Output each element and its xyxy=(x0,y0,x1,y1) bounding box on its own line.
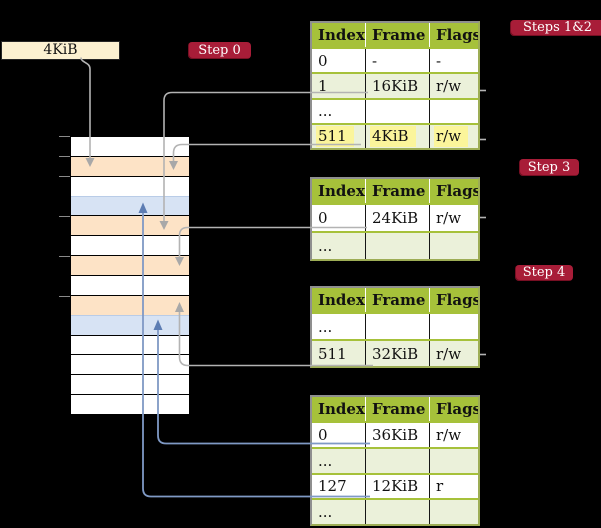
physical-memory-column xyxy=(70,136,190,415)
table-cell: - xyxy=(429,49,478,73)
address-tick xyxy=(59,296,70,297)
table-row: 127 12KiB r xyxy=(312,472,478,499)
table-cell: ... xyxy=(318,503,333,522)
table-cell xyxy=(429,233,478,259)
table-cell xyxy=(429,448,478,473)
table-header-row: Index Frame Flags xyxy=(312,288,478,312)
memory-frame-row xyxy=(71,275,189,295)
table-cell xyxy=(365,233,429,259)
table-row: 0 36KiB r/w xyxy=(312,421,478,447)
table-cell: 24KiB xyxy=(365,205,429,231)
table-row: ... xyxy=(312,97,478,123)
column-header-flags: Flags xyxy=(429,397,478,421)
memory-frame-row xyxy=(71,137,189,156)
column-header-frame: Frame xyxy=(365,179,429,203)
memory-frame-row xyxy=(71,314,189,335)
table-row-highlighted: 511 4KiB r/w xyxy=(312,122,478,148)
column-header-frame: Frame xyxy=(365,288,429,312)
page-table-steps-1-2: Index Frame Flags 0 - - 1 16KiB r/w ... … xyxy=(310,21,480,150)
table-header-row: Index Frame Flags xyxy=(312,23,478,47)
table-cell: ... xyxy=(318,317,333,336)
address-tick xyxy=(59,216,70,217)
table-cell xyxy=(365,448,429,473)
memory-frame-row xyxy=(71,175,189,196)
table-cell: ... xyxy=(318,102,333,121)
memory-frame-row xyxy=(71,235,189,256)
column-header-frame: Frame xyxy=(365,397,429,421)
table-cell: r/w xyxy=(429,341,478,366)
address-tick xyxy=(59,256,70,257)
table-cell: 36KiB xyxy=(365,423,429,447)
table-row: 0 24KiB r/w xyxy=(312,203,478,231)
frame-size-label: 4KiB xyxy=(1,41,120,60)
table-cell: 127 xyxy=(318,477,347,496)
column-header-flags: Flags xyxy=(429,179,478,203)
table-cell xyxy=(365,99,429,123)
memory-frame-row xyxy=(71,215,189,236)
address-tick xyxy=(59,156,70,157)
table-row: ... xyxy=(312,231,478,259)
badge-steps-1-2: Steps 1&2 xyxy=(510,20,601,36)
table-row: 0 - - xyxy=(312,47,478,73)
column-header-index: Index xyxy=(318,26,365,44)
table-row: 1 16KiB r/w xyxy=(312,72,478,98)
table-cell: 0 xyxy=(318,51,328,70)
table-row: ... xyxy=(312,446,478,473)
table-cell: - xyxy=(365,49,429,73)
table-cell: 1 xyxy=(318,76,328,95)
memory-frame-row xyxy=(71,394,189,415)
address-tick xyxy=(59,176,70,177)
column-header-index: Index xyxy=(318,291,365,309)
table-cell xyxy=(429,99,478,123)
memory-frame-row xyxy=(71,255,189,276)
table-cell: 4KiB xyxy=(365,124,429,148)
table-cell: ... xyxy=(318,237,333,255)
memory-frame-row xyxy=(71,354,189,375)
table-cell xyxy=(365,500,429,524)
table-cell: 511 xyxy=(312,125,365,148)
memory-frame-row xyxy=(71,334,189,355)
address-tick xyxy=(59,136,70,137)
table-cell: r xyxy=(429,474,478,499)
table-cell: r/w xyxy=(429,205,478,231)
column-header-frame: Frame xyxy=(365,23,429,47)
table-cell xyxy=(365,314,429,339)
table-cell: 12KiB xyxy=(365,474,429,499)
table-cell: 0 xyxy=(318,425,328,444)
table-cell: r/w xyxy=(429,423,478,447)
table-cell: 0 xyxy=(318,209,328,227)
table-row: ... xyxy=(312,312,478,339)
table-cell: ... xyxy=(318,451,333,470)
table-cell: 16KiB xyxy=(365,74,429,98)
table-cell xyxy=(429,500,478,524)
memory-frame-row xyxy=(71,294,189,315)
table-header-row: Index Frame Flags xyxy=(312,397,478,421)
table-row: 511 32KiB r/w xyxy=(312,339,478,366)
column-header-index: Index xyxy=(318,400,365,418)
badge-step-0: Step 0 xyxy=(188,42,251,59)
table-header-row: Index Frame Flags xyxy=(312,179,478,203)
table-cell: 511 xyxy=(318,344,347,363)
memory-frame-row xyxy=(71,195,189,216)
memory-frame-row xyxy=(71,374,189,395)
page-table-step-4-upper: Index Frame Flags ... 511 32KiB r/w xyxy=(310,286,480,368)
page-table-step-4-lower: Index Frame Flags 0 36KiB r/w ... 127 12… xyxy=(310,395,480,526)
column-header-flags: Flags xyxy=(429,288,478,312)
table-cell: 32KiB xyxy=(365,341,429,366)
memory-frame-row xyxy=(71,155,189,176)
table-cell: r/w xyxy=(429,124,478,148)
badge-step-4: Step 4 xyxy=(515,265,573,281)
column-header-index: Index xyxy=(318,182,365,200)
badge-step-3: Step 3 xyxy=(519,159,579,176)
table-cell xyxy=(429,314,478,339)
page-table-step-3: Index Frame Flags 0 24KiB r/w ... xyxy=(310,177,480,261)
table-row: ... xyxy=(312,498,478,524)
table-cell: r/w xyxy=(429,74,478,98)
column-header-flags: Flags xyxy=(429,23,478,47)
